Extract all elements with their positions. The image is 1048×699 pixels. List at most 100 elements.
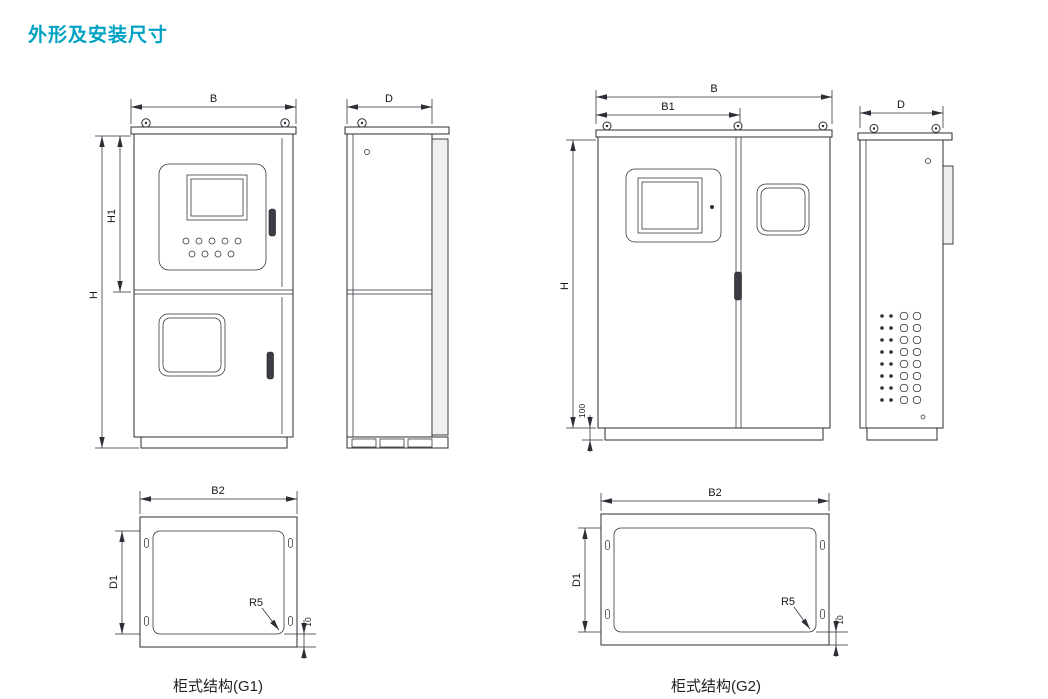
lifting-eye-pin <box>934 127 938 130</box>
mounting-slot <box>288 538 293 548</box>
g2-dim-base-height <box>582 415 603 452</box>
g1-base-foot <box>351 438 377 448</box>
g1-plan-dim-depth-label: D1 <box>108 575 120 589</box>
page-title: 外形及安装尺寸 <box>28 25 169 46</box>
g2-dim-height <box>566 139 596 429</box>
g1-dim-height-label: H <box>88 291 100 299</box>
g1-dim-depth <box>346 99 433 124</box>
g1-plan-view: B2 D1 R5 <box>108 485 316 695</box>
g1-top-plate <box>130 126 297 135</box>
g1-screen <box>186 174 248 221</box>
g1-plan-radius-label: R5 <box>249 597 263 609</box>
g1-dim-upper-height <box>113 136 131 293</box>
g1-plan-body <box>139 516 298 648</box>
g1-window <box>158 313 226 377</box>
g1-dim-upper-height-label: H1 <box>106 209 118 223</box>
g2-plan-dim-depth-label: D1 <box>571 573 583 587</box>
g2-plan-outer <box>600 513 830 646</box>
g2-dim-left-door-width-label: B1 <box>661 101 674 113</box>
g2-plan-radius-label: R5 <box>781 596 795 608</box>
g1-window-inner <box>162 317 222 373</box>
g1-front-view: B H H1 <box>88 93 297 449</box>
g1-plan-dim-width <box>139 491 298 514</box>
g1-plan-radius-callout <box>261 607 280 631</box>
g1-cabinet <box>130 118 297 449</box>
mounting-slot <box>288 616 293 626</box>
g2-plan-caption: 柜式结构(G2) <box>671 678 761 695</box>
lifting-eye-pin <box>360 121 364 125</box>
g2-panel-led <box>710 205 714 209</box>
mounting-slot <box>144 616 149 626</box>
g2-front-view: B B1 H 100 <box>559 83 833 452</box>
g2-plan-radius-callout <box>793 606 811 630</box>
g2-side-base <box>866 427 938 441</box>
lifting-eye-pin <box>283 121 287 125</box>
mounting-slot <box>605 540 610 550</box>
g1-dim-width-label: B <box>210 93 217 105</box>
mounting-slot <box>605 609 610 619</box>
g2-screen <box>637 177 703 234</box>
g2-vent-holes <box>880 311 922 405</box>
g1-plan-caption: 柜式结构(G1) <box>173 678 263 695</box>
g1-plan-dim-width-label: B2 <box>211 485 224 497</box>
screw-icon <box>364 149 370 155</box>
lifting-eye-pin <box>821 124 825 128</box>
g2-dim-width-label: B <box>710 83 717 95</box>
screw-icon <box>925 158 931 164</box>
g2-body <box>597 136 831 429</box>
g1-plan-offset-label: 10 <box>303 617 313 627</box>
g1-keypad-buttons <box>182 237 242 258</box>
g1-base-foot <box>379 438 405 448</box>
g2-cabinet <box>595 121 833 441</box>
g2-plan-view: B2 D1 R5 <box>571 487 848 695</box>
g2-plan-offset-label: 10 <box>835 615 845 625</box>
mounting-slot <box>820 609 825 619</box>
g1-dim-height <box>95 135 139 449</box>
g2-window <box>756 183 810 236</box>
g2-window-inner <box>760 187 806 232</box>
g2-side-view: D <box>857 99 954 441</box>
g1-base <box>140 436 288 449</box>
g2-plan-offset-dim <box>816 618 848 657</box>
g1-screen-inner <box>190 178 244 217</box>
g2-plan-dim-width <box>600 493 830 511</box>
g1-upper-door-handle <box>268 208 276 237</box>
g2-side-body <box>859 139 944 429</box>
lifting-eye-pin <box>872 127 876 130</box>
g1-side-top-plate <box>344 126 450 135</box>
g1-side-cabinet <box>344 118 450 449</box>
mounting-slot <box>820 540 825 550</box>
g2-dim-base-height-label: 100 <box>577 404 587 418</box>
g2-dim-depth <box>859 106 944 128</box>
g2-plan-dim-width-label: B2 <box>708 487 721 499</box>
g2-dim-width <box>595 90 833 124</box>
g1-side-view: D <box>344 93 450 449</box>
lifting-eye-pin <box>144 121 148 125</box>
g1-plan-opening <box>152 530 285 635</box>
screw-icon <box>920 414 926 420</box>
g1-base-foot <box>407 438 433 448</box>
lifting-eye-pin <box>736 124 740 128</box>
g2-door-handle <box>734 271 742 301</box>
g1-dim-depth-label: D <box>385 93 393 105</box>
g1-display-panel <box>158 163 267 271</box>
g1-plan-offset-dim <box>284 620 316 659</box>
g2-dim-height-label: H <box>559 282 571 290</box>
g2-hinge-strip <box>942 165 954 245</box>
g2-side-cabinet <box>857 124 954 441</box>
g2-top-plate <box>595 129 833 138</box>
g1-lower-door-handle <box>266 351 274 380</box>
g2-side-top-plate <box>857 132 953 141</box>
g2-plan-body <box>600 513 830 646</box>
g1-plan-outer <box>139 516 298 648</box>
mounting-slot <box>144 538 149 548</box>
g2-plan-opening <box>613 527 817 633</box>
g1-side-body <box>346 133 433 438</box>
g1-body <box>133 133 294 438</box>
g1-side-base <box>346 436 449 449</box>
g2-base <box>604 427 824 441</box>
g2-screen-inner <box>641 181 699 230</box>
lifting-eye-pin <box>605 124 609 128</box>
